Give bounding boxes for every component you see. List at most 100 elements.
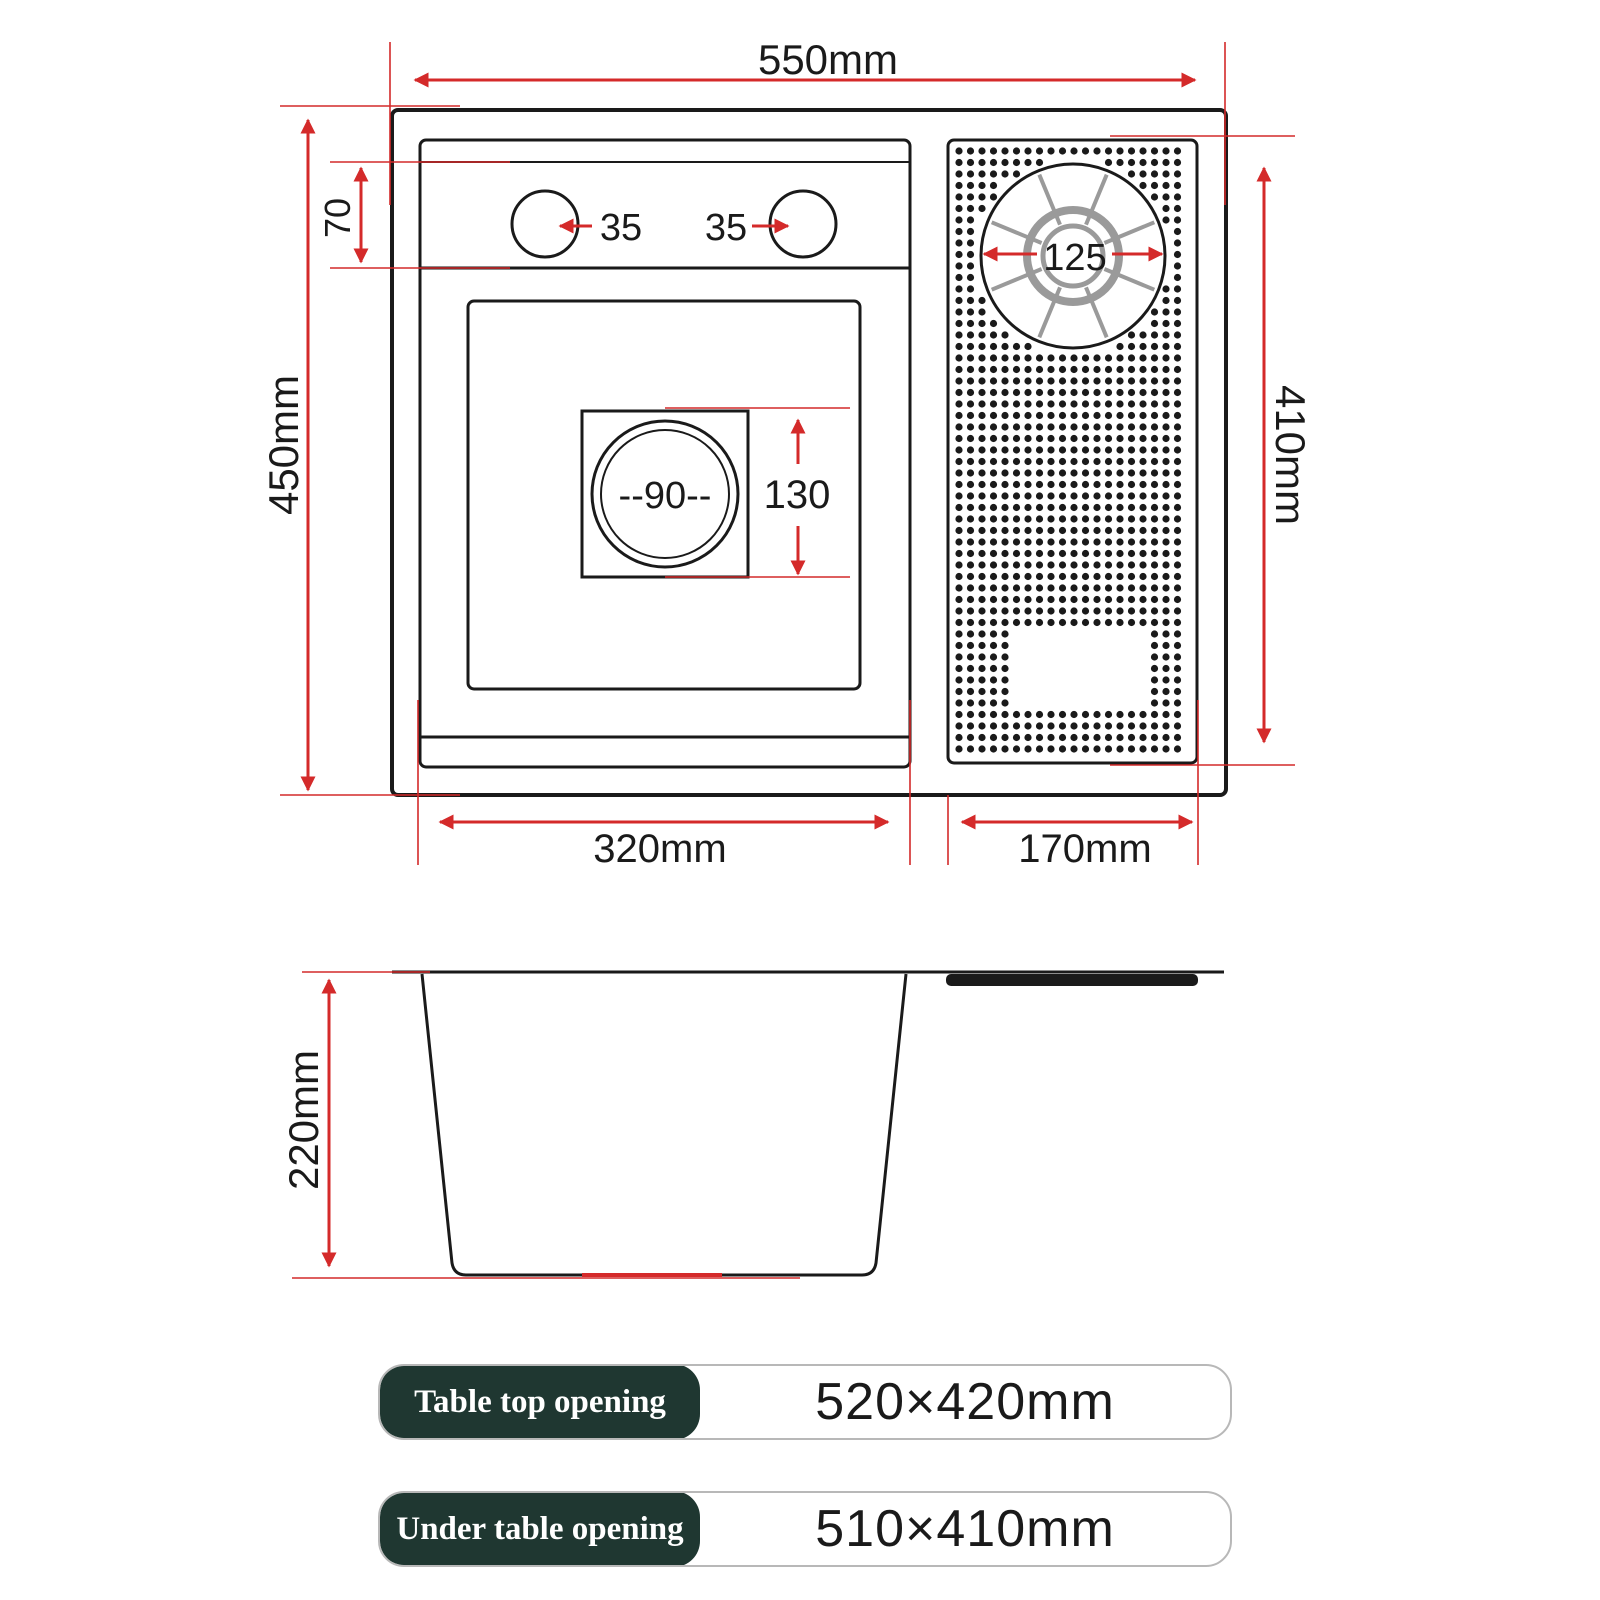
perforation-dot	[966, 676, 975, 684]
perforation-dot	[1173, 722, 1182, 730]
perforation-dot	[1024, 388, 1032, 397]
perforation-dot	[1081, 526, 1090, 535]
perforation-dot	[1150, 193, 1159, 201]
perforation-dot	[1162, 607, 1170, 615]
perforation-dot	[1127, 400, 1136, 408]
perforation-dot	[989, 181, 998, 190]
perforation-dot	[1150, 607, 1159, 615]
perforation-dot	[966, 377, 975, 385]
perforation-dot	[1001, 365, 1009, 374]
perforation-dot	[978, 607, 986, 615]
perforation-dot	[1070, 423, 1078, 431]
perforation-dot	[1116, 584, 1124, 592]
perforation-dot	[1012, 354, 1021, 362]
perforation-dot	[966, 262, 975, 270]
perforation-dot	[1035, 538, 1044, 546]
perforation-dot	[1047, 411, 1055, 420]
perforation-dot	[989, 331, 998, 339]
perforation-dot	[1035, 584, 1044, 592]
drain-inner-ring	[600, 429, 730, 559]
perforation-dot	[1093, 423, 1101, 431]
perforation-dot	[989, 411, 998, 420]
perforation-dot	[1127, 342, 1136, 351]
perforation-dot	[1162, 342, 1170, 351]
perforation-dot	[1070, 572, 1078, 581]
perforation-dot	[1012, 457, 1021, 466]
perforation-dot	[1127, 710, 1136, 719]
perforation-dot	[1127, 526, 1136, 535]
perforation-dot	[1047, 722, 1055, 730]
perforation-dot	[955, 584, 963, 592]
perforation-dot	[1116, 365, 1124, 374]
perforation-dot	[1012, 607, 1021, 615]
perforation-dot	[989, 549, 998, 558]
perforation-dot	[1116, 607, 1124, 615]
faucet-hole-left-label: 35	[600, 207, 642, 249]
perforation-dot	[1116, 400, 1124, 408]
perforation-dot	[978, 572, 986, 581]
perforation-dot	[1162, 216, 1170, 224]
perforation-dot	[1173, 365, 1182, 374]
perforation-dot	[1070, 411, 1078, 420]
perforation-dot	[1104, 469, 1113, 477]
perforation-dot	[1001, 147, 1009, 155]
perforation-dot	[955, 227, 963, 236]
perforation-dot	[966, 239, 975, 247]
drainboard-profile	[946, 974, 1198, 986]
perforation-dot	[966, 365, 975, 374]
perforation-dot	[1093, 411, 1101, 420]
perforation-dot	[966, 423, 975, 431]
perforation-dot	[1070, 434, 1078, 443]
perforation-dot	[966, 664, 975, 673]
perforation-dot	[1139, 469, 1147, 477]
perforation-dot	[1035, 526, 1044, 535]
basin-height-label: 220mm	[280, 1050, 327, 1190]
perforation-dot	[1162, 572, 1170, 581]
perforation-dot	[1093, 446, 1101, 454]
perforation-dot	[955, 710, 963, 719]
perforation-dot	[1047, 526, 1055, 535]
perforation-dot	[1093, 492, 1101, 500]
perforation-dot	[1150, 411, 1159, 420]
perforation-dot	[1127, 492, 1136, 500]
perforation-dot	[966, 158, 975, 167]
rinser-spoke	[1037, 173, 1062, 226]
basin-profile	[420, 973, 908, 1277]
perforation-dot	[1150, 147, 1159, 155]
perforation-dot	[989, 572, 998, 581]
perforation-dot	[966, 193, 975, 201]
perforation-dot	[966, 181, 975, 190]
perforation-dot	[955, 561, 963, 569]
perforation-dot	[989, 687, 998, 696]
perforation-dot	[1070, 492, 1078, 500]
perforation-dot	[1001, 170, 1009, 178]
perforation-dot	[1162, 480, 1170, 489]
perforation-dot	[966, 354, 975, 362]
perforation-dot	[1173, 745, 1182, 753]
perforation-dot	[955, 331, 963, 339]
perforation-dot	[1173, 423, 1182, 431]
perforation-dot	[1058, 457, 1067, 466]
perforation-dot	[989, 400, 998, 408]
perforation-dot	[978, 308, 986, 316]
perforation-dot	[1127, 469, 1136, 477]
perforation-dot	[1104, 561, 1113, 569]
perforation-dot	[1035, 561, 1044, 569]
rinser-spoke	[1084, 286, 1109, 339]
drain-diameter-label: --90--	[619, 475, 712, 517]
perforation-dot	[978, 181, 986, 190]
perforation-dot	[1173, 526, 1182, 535]
perforation-dot	[966, 434, 975, 443]
perforation-dot	[955, 365, 963, 374]
perforation-dot	[955, 595, 963, 604]
perforation-dot	[1093, 526, 1101, 535]
perforation-dot	[1047, 607, 1055, 615]
perforation-dot	[955, 181, 963, 190]
perforation-dot	[1047, 400, 1055, 408]
perforation-dot	[1001, 411, 1009, 420]
perforation-dot	[1139, 170, 1147, 178]
perforation-dot	[978, 733, 986, 742]
perforation-dot	[1173, 595, 1182, 604]
perforation-dot	[1012, 388, 1021, 397]
perforation-dot	[1058, 354, 1067, 362]
